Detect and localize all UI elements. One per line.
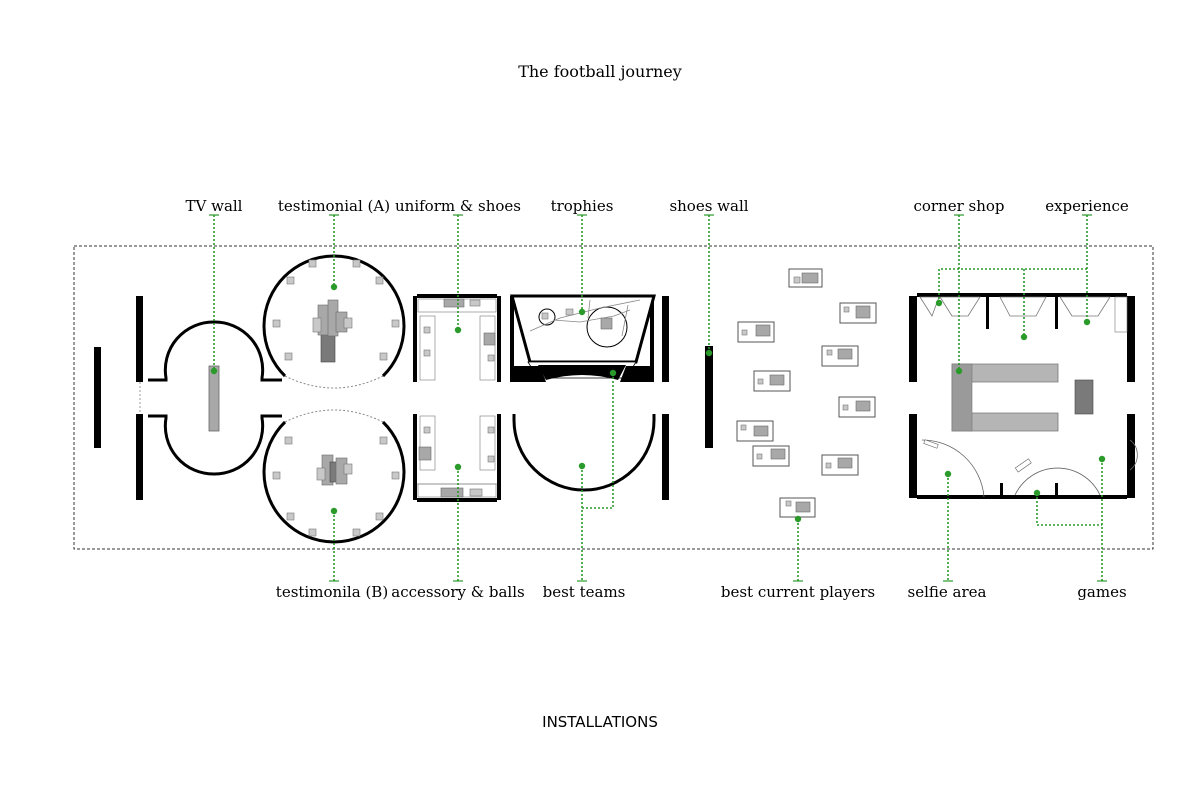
label-games: games [1077, 583, 1126, 601]
label-experience: experience [1045, 197, 1129, 215]
divider-wall-bottom [662, 414, 669, 500]
player-display-units [736, 268, 877, 518]
leader-lines [209, 214, 1107, 582]
testimonial-zone [262, 254, 406, 544]
label-best-teams: best teams [543, 583, 626, 601]
exhibition-boundary [73, 245, 1154, 550]
capsule-wall-bottom [148, 414, 282, 476]
rotunda-b-wall [262, 420, 406, 544]
label-selfie-area: selfie area [908, 583, 987, 601]
partition-wall-top [136, 296, 143, 382]
label-testimonial-a: testimonial (A) [278, 197, 390, 215]
partition-wall-bottom [136, 414, 143, 500]
shop-experience-zone [909, 293, 1138, 499]
diagram-footer: INSTALLATIONS [542, 713, 658, 731]
entry-wall [94, 347, 101, 448]
players-zone [705, 268, 877, 518]
trophies-teams-zone [510, 294, 669, 500]
divider-wall-top [662, 296, 669, 382]
sculpture-b [316, 454, 353, 486]
label-testimonial-b: testimonila (B) [276, 583, 388, 601]
capsule-wall-top [148, 320, 282, 382]
uniform-accessory-zone [413, 294, 501, 502]
diagram-title: The football journey [518, 62, 682, 81]
label-uniform-shoes: uniform & shoes [395, 197, 521, 215]
label-tv-wall: TV wall [186, 197, 243, 215]
label-shoes-wall: shoes wall [669, 197, 748, 215]
label-accessory-balls: accessory & balls [391, 583, 524, 601]
shoes-wall [705, 346, 713, 448]
label-best-current-players: best current players [721, 583, 875, 601]
sculpture-a [312, 299, 353, 363]
zone-labels: TV wall testimonial (A) uniform & shoes … [186, 197, 1129, 601]
label-corner-shop: corner shop [913, 197, 1004, 215]
tv-screen [208, 365, 220, 432]
tv-wall-zone [94, 296, 282, 500]
label-trophies: trophies [551, 197, 614, 215]
